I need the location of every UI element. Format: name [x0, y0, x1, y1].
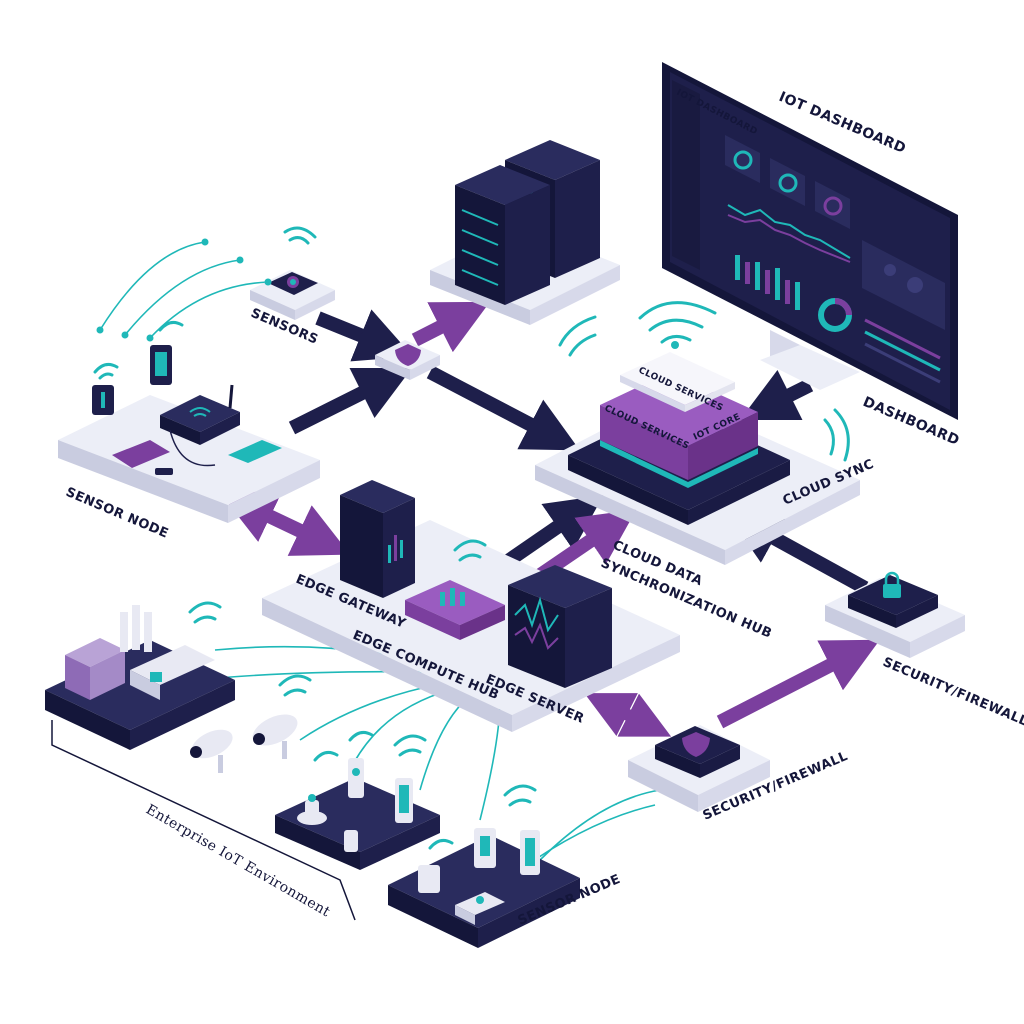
cable [299, 683, 441, 741]
data-cables [99, 241, 661, 871]
sensors-hub [250, 270, 335, 320]
arrow-edge-to-firewall [584, 693, 672, 737]
arrow-node-to-router [288, 367, 413, 435]
wifi-icon [453, 539, 487, 562]
arrow-router-to-servers [411, 301, 490, 353]
arrow-node-to-edge [219, 491, 351, 556]
dashboard-monitor: IOT DASHBOARD [662, 62, 958, 420]
wifi-icon [503, 784, 537, 807]
factory-icon [65, 605, 215, 700]
security-firewall-right-label: SECURITY/FIREWALL [880, 655, 1024, 730]
sensor-platform-right [388, 828, 580, 948]
wifi-icons [93, 226, 850, 850]
wifi-icon [188, 601, 222, 624]
wifi-icon [158, 320, 184, 332]
cable [99, 241, 206, 331]
wifi-icon [348, 730, 374, 742]
wifi-icon [93, 362, 119, 380]
purple-module [112, 440, 170, 468]
wifi-icon [393, 734, 427, 757]
camera-icon [252, 714, 298, 759]
wifi-icon [428, 838, 454, 850]
lock-icon [883, 571, 901, 598]
shield-icon [682, 732, 710, 757]
security-firewall-right [825, 571, 965, 658]
arrow-sensors-to-router [315, 309, 413, 362]
wifi-icon [283, 226, 317, 245]
security-firewall-bottom [628, 725, 770, 812]
sensor-node-top [58, 345, 320, 523]
camera-icon [190, 729, 233, 773]
arrow-dashboard-to-cloud [739, 369, 814, 421]
wifi-icon [638, 301, 717, 344]
wifi-icon [558, 315, 597, 357]
arrow-firewall-to-firewall [716, 639, 880, 729]
cable [349, 689, 451, 771]
router-icon [160, 384, 240, 445]
wifi-icon [313, 750, 339, 762]
sensor-platform-left [275, 758, 440, 870]
wifi-icon [278, 674, 312, 697]
arrow-router-to-cloud [426, 365, 580, 451]
cable [124, 259, 241, 336]
cloud-services-stack: CLOUD SERVICES CLOUD SERVICES IOT CORE [535, 352, 860, 565]
edge-compute-hub [262, 480, 680, 732]
connection-dots [96, 238, 679, 349]
router-icon [405, 580, 505, 640]
server-racks [430, 140, 620, 325]
edge-server [508, 565, 612, 688]
core-router [375, 340, 440, 380]
shield-icon [395, 344, 421, 366]
environment-bracket [51, 720, 356, 921]
factory-platform [45, 605, 235, 750]
cable [419, 695, 471, 791]
bar-widget [735, 255, 800, 310]
teal-module [228, 440, 282, 463]
edge-gateway-server [340, 480, 415, 598]
cable [539, 789, 661, 861]
server-rack-icon [455, 165, 550, 305]
wifi-icon [823, 408, 850, 462]
